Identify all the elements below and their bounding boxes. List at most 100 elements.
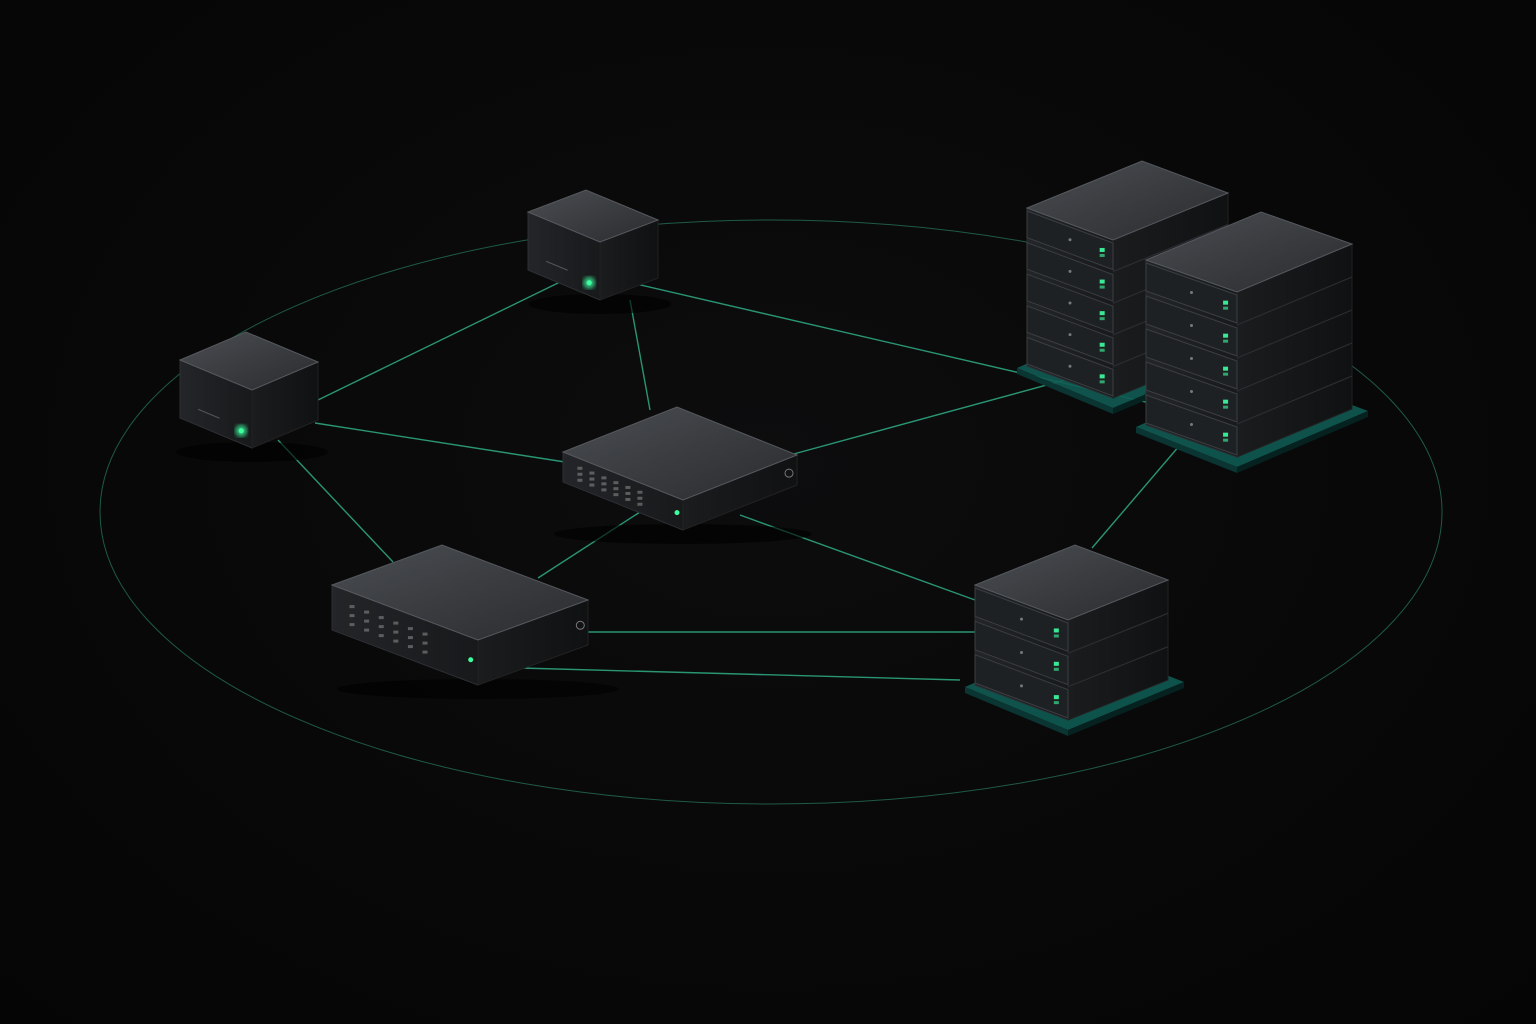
side-divider	[1067, 612, 1169, 654]
status-led	[1223, 333, 1229, 338]
bay-handle	[1190, 357, 1193, 360]
base-plate-edge	[1068, 682, 1184, 736]
port	[378, 616, 384, 620]
nodes-layer	[176, 160, 1368, 736]
shadow	[528, 294, 672, 314]
status-led	[468, 657, 474, 663]
status-led	[1099, 380, 1105, 384]
power-button-icon	[784, 468, 794, 478]
status-led	[1099, 253, 1105, 257]
switch-C	[554, 406, 812, 544]
base-plate-edge	[1136, 427, 1237, 473]
side-divider	[1067, 646, 1169, 688]
link-A-C	[629, 299, 651, 411]
port	[407, 645, 413, 649]
shadow	[176, 442, 328, 462]
port	[589, 477, 595, 481]
status-led	[1223, 432, 1229, 437]
port	[349, 614, 355, 618]
switch-D	[330, 544, 619, 699]
server-rack-F	[1136, 211, 1368, 473]
port	[625, 485, 631, 489]
status-led	[1223, 405, 1229, 409]
port	[601, 488, 607, 492]
link-F-G	[1091, 444, 1181, 549]
bay-handle	[1068, 301, 1072, 305]
top-face	[526, 189, 660, 243]
top-face	[1144, 211, 1354, 293]
server-rack-G	[965, 544, 1184, 736]
status-led	[1053, 701, 1059, 705]
port	[601, 482, 607, 486]
status-led	[1223, 306, 1229, 310]
vent-slot	[197, 408, 220, 419]
port	[577, 466, 583, 470]
port	[393, 639, 399, 643]
side-divider	[1236, 375, 1353, 425]
link-C-E	[789, 379, 1066, 456]
bay-handle	[1020, 617, 1023, 621]
status-led	[1099, 374, 1105, 379]
link-A-B	[317, 281, 561, 401]
top-face	[973, 544, 1170, 621]
vent-slot	[545, 260, 568, 271]
bay-handle	[1190, 291, 1193, 294]
port	[349, 605, 355, 609]
status-led	[238, 428, 244, 434]
top-face	[561, 406, 799, 501]
port	[422, 650, 428, 654]
port	[577, 478, 583, 482]
port	[407, 627, 413, 631]
status-led	[1099, 311, 1105, 316]
port	[637, 490, 643, 494]
shadow	[554, 524, 812, 544]
port	[625, 497, 631, 501]
port	[422, 641, 428, 645]
status-led	[1099, 317, 1105, 321]
port	[393, 630, 399, 634]
port	[364, 628, 370, 632]
status-led	[1053, 661, 1059, 666]
port	[364, 610, 370, 614]
status-led	[674, 510, 680, 516]
port	[364, 619, 370, 623]
status-led	[1223, 438, 1229, 442]
bay-handle	[1020, 651, 1023, 654]
top-face	[178, 331, 320, 391]
port	[637, 496, 643, 500]
side-divider	[1236, 276, 1353, 326]
top-face	[1025, 160, 1230, 241]
bay-handle	[1068, 269, 1072, 273]
status-led	[1053, 634, 1059, 638]
link-C-D	[537, 511, 641, 579]
port	[407, 636, 413, 640]
status-led	[586, 280, 592, 286]
status-led	[1053, 628, 1059, 633]
side-divider	[1236, 309, 1353, 359]
bay-handle	[1020, 684, 1023, 688]
status-led	[1223, 366, 1229, 371]
bay-handle	[1190, 324, 1193, 327]
port	[589, 471, 595, 475]
bay-handle	[1190, 423, 1193, 426]
port	[577, 472, 583, 476]
link-B-C	[314, 422, 566, 463]
shadow	[337, 679, 619, 699]
base-plate-edge	[1017, 368, 1113, 414]
port	[393, 621, 399, 625]
bay-handle	[1068, 238, 1072, 242]
base-plate-edge	[1237, 411, 1368, 473]
base-plate-edge	[965, 687, 1068, 736]
side-divider	[1112, 224, 1229, 273]
port	[378, 634, 384, 638]
bay-handle	[1190, 390, 1193, 393]
port	[613, 493, 619, 497]
port	[349, 623, 355, 627]
link-D-G	[519, 667, 961, 681]
status-led	[1099, 348, 1105, 352]
port	[378, 625, 384, 629]
status-led	[1223, 300, 1229, 305]
bay-handle	[1068, 333, 1072, 337]
status-led	[1223, 372, 1229, 376]
